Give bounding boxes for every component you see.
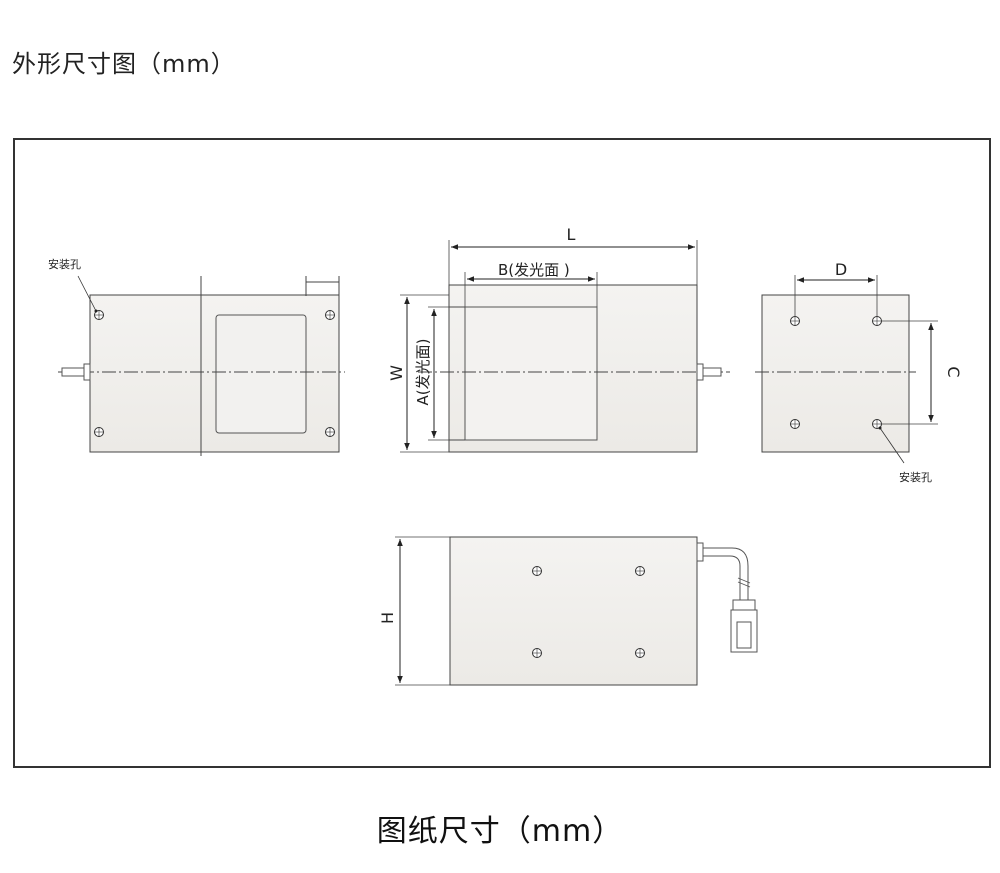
dim-D-label: D (835, 260, 847, 279)
dim-A-label: A(发光面) (414, 339, 432, 406)
mounting-hole-icon (872, 316, 882, 326)
mounting-hole-icon (94, 310, 104, 320)
mounting-hole-icon (872, 419, 882, 429)
mounting-hole-icon (325, 427, 335, 437)
cable-connector-icon (696, 542, 758, 653)
mounting-hole-icon (532, 566, 542, 576)
left-view: 安装孔 (48, 257, 345, 456)
dim-C-label: C (944, 366, 963, 377)
drawing-caption: 图纸尺寸（mm） (376, 814, 624, 849)
right-view: D C 安装孔 (755, 260, 963, 484)
bottom-view: H (378, 536, 758, 686)
page-title: 外形尺寸图（mm） (12, 50, 236, 78)
mounting-hole-label: 安装孔 (899, 470, 932, 484)
dim-W-label: W (387, 365, 406, 381)
mounting-hole-label: 安装孔 (48, 257, 81, 271)
dim-L-label: L (567, 225, 576, 244)
mounting-hole-icon (790, 419, 800, 429)
mounting-hole-icon (635, 648, 645, 658)
mounting-hole-icon (94, 427, 104, 437)
drawing-frame (13, 138, 991, 768)
middle-view: L B(发光面 ) W A(发光面) (387, 225, 730, 453)
dim-H-label: H (378, 612, 397, 624)
mounting-hole-icon (790, 316, 800, 326)
mounting-hole-icon (325, 310, 335, 320)
dim-B-label: B(发光面 ) (498, 261, 570, 279)
mounting-hole-icon (635, 566, 645, 576)
mounting-hole-icon (532, 648, 542, 658)
